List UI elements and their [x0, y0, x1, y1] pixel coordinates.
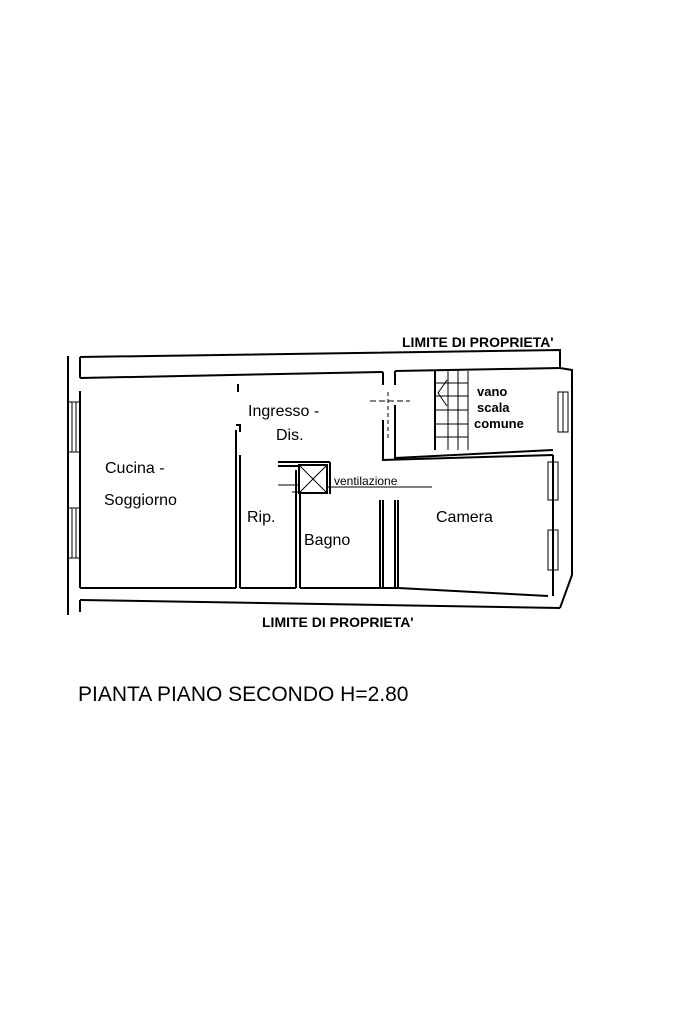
room-label-cucina-2: Soggiorno [104, 492, 177, 509]
room-label-ingresso-1: Ingresso - [248, 403, 319, 420]
room-label-vano-3: comune [474, 416, 524, 431]
boundary-label-bottom: LIMITE DI PROPRIETA' [262, 614, 414, 630]
room-label-vano-2: scala [477, 400, 510, 415]
room-label-ingresso-2: Dis. [276, 427, 304, 444]
door-marks [278, 392, 410, 493]
boundary-label-top: LIMITE DI PROPRIETA' [402, 334, 554, 350]
room-label-cucina-1: Cucina - [105, 460, 165, 477]
room-label-bagno: Bagno [304, 532, 350, 549]
windows [67, 391, 569, 571]
room-label-vano-1: vano [477, 384, 507, 399]
room-label-camera: Camera [436, 509, 493, 526]
room-label-ripostiglio: Rip. [247, 509, 275, 526]
plan-title: PIANTA PIANO SECONDO H=2.80 [78, 683, 408, 706]
staircase [435, 371, 469, 450]
internal-walls [235, 371, 554, 589]
ventilazione-label: ventilazione [334, 474, 398, 488]
